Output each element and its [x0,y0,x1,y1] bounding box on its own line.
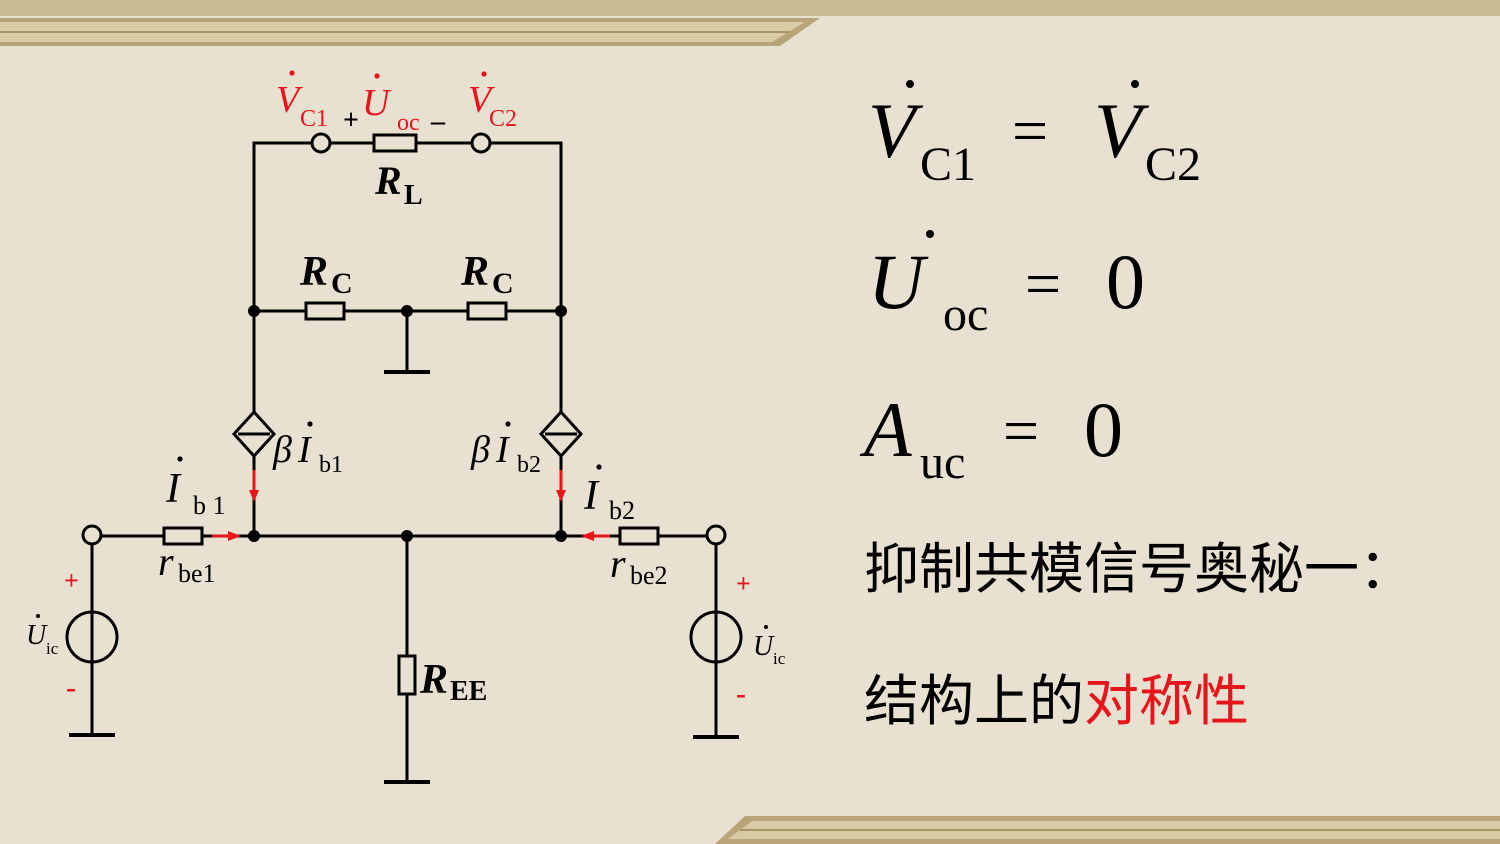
svg-text:=: = [1012,95,1048,166]
svg-text:uc: uc [920,436,965,489]
label-ib2: I b2 [583,464,635,525]
label-vc1: V C1 [276,70,328,132]
svg-text:U: U [362,82,392,124]
resistor-rc-right [466,301,508,321]
caption-line1: 抑制共模信号奥秘一： [864,537,1414,601]
label-uoc: U oc [362,73,420,136]
circuit [65,132,743,784]
svg-text:C: C [492,267,514,300]
svg-text:U: U [26,620,48,651]
svg-text:be2: be2 [630,561,668,590]
svg-text:=: = [1003,395,1039,466]
terminal-right [705,524,727,546]
resistor-rbe2 [618,526,660,546]
svg-text:V: V [1094,87,1150,174]
svg-text:R: R [374,158,402,203]
caption-line2: 结构上的对称性 [864,669,1249,733]
wire-top-right [490,141,563,311]
svg-text:β: β [272,429,292,471]
label-rbe1: r be1 [158,539,216,588]
svg-text:r: r [158,539,174,584]
svg-text:β: β [470,429,490,471]
svg-text:+: + [64,566,79,595]
svg-text:V: V [468,79,495,121]
svg-text:b 1: b 1 [193,491,226,520]
svg-text:b2: b2 [517,452,541,478]
label-minus: – [430,106,446,137]
resistor-rc-left [304,301,346,321]
svg-text:-: - [736,677,746,710]
svg-text:0: 0 [1084,386,1123,473]
arrow-right-b1 [228,531,241,541]
svg-text:C2: C2 [1145,138,1201,191]
svg-text:I: I [165,466,182,512]
label-rc-right: R C [460,249,514,300]
arrow-down-left [249,490,259,502]
label-ree: R EE [419,657,487,707]
terminal-vc1 [310,132,332,154]
svg-text:I: I [495,429,511,471]
equation-1: V C1 = V C2 [868,80,1201,191]
svg-text:R: R [299,249,328,295]
svg-text:U: U [753,631,775,662]
svg-text:R: R [419,657,448,703]
svg-text:b2: b2 [609,496,635,525]
svg-text:ic: ic [773,649,786,668]
junctions [248,305,567,542]
svg-text:0: 0 [1106,238,1145,325]
svg-text:ic: ic [46,639,59,658]
svg-text:C1: C1 [920,138,976,191]
label-rc-left: R C [299,249,353,300]
svg-text:C2: C2 [489,106,517,132]
current-arrows [212,470,610,541]
bottom-stripe [715,816,1500,844]
top-stripe [0,0,1500,46]
svg-text:L: L [404,180,423,211]
svg-text:C: C [331,267,353,300]
arrow-left-b2 [581,531,594,541]
svg-text:EE: EE [450,676,487,707]
equation-2: U oc = 0 [868,230,1145,341]
equation-3: A uc = 0 [859,386,1123,489]
svg-text:I: I [583,473,600,519]
label-ib1: I b 1 [165,456,226,520]
label-rbe2: r be2 [610,541,668,590]
svg-text:+: + [736,569,751,598]
svg-text:A: A [859,386,912,473]
caption-line2-red: 对称性 [1084,669,1249,733]
terminal-vc2 [470,132,492,154]
arrow-down-right [556,490,566,502]
svg-text:oc: oc [397,110,420,136]
wire-top-left [252,141,312,311]
svg-text:be1: be1 [178,559,216,588]
label-plus: + [343,105,359,136]
caption-line2-black: 结构上的 [864,669,1084,733]
svg-text:=: = [1025,248,1061,319]
label-rl: R L [374,158,423,211]
svg-text:oc: oc [943,288,988,341]
svg-text:V: V [868,87,924,174]
label-vc2: V C2 [468,71,517,132]
resistor-ree [397,654,417,696]
label-beta-ib2: β I b2 [470,421,541,478]
svg-text:b1: b1 [319,452,343,478]
resistor-rl [372,133,418,153]
label-beta-ib1: β I b1 [272,421,343,478]
terminal-left [81,524,103,546]
svg-text:U: U [868,238,929,325]
svg-text:I: I [297,429,313,471]
svg-text:C1: C1 [300,106,328,132]
svg-text:V: V [276,79,303,121]
label-source-right: + U ic - [736,569,786,710]
label-source-left: + U ic - [26,566,79,704]
svg-text:R: R [460,249,489,295]
svg-text:r: r [610,541,626,586]
svg-text:-: - [66,671,76,704]
